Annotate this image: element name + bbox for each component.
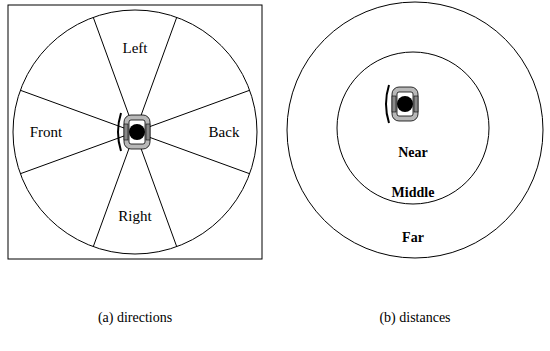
distance-label: Far	[402, 230, 424, 245]
sector-line	[93, 17, 135, 132]
frame	[8, 5, 262, 259]
sector-lines	[20, 17, 249, 246]
distance-label: Near	[398, 145, 428, 160]
direction-label: Back	[209, 124, 240, 141]
middle-ring	[337, 52, 489, 204]
subfigure-caption: (a) directions	[98, 310, 172, 325]
sector-line	[93, 132, 135, 247]
direction-label: Left	[123, 40, 148, 57]
car-icon	[118, 113, 150, 151]
car-icon	[386, 85, 418, 123]
direction-circle	[13, 10, 257, 254]
direction-label: Front	[30, 124, 63, 141]
distance-label: Middle	[392, 185, 435, 200]
direction-label: Right	[118, 208, 151, 225]
subfigure-caption: (b) distances	[379, 310, 450, 325]
far-ring	[287, 2, 543, 258]
